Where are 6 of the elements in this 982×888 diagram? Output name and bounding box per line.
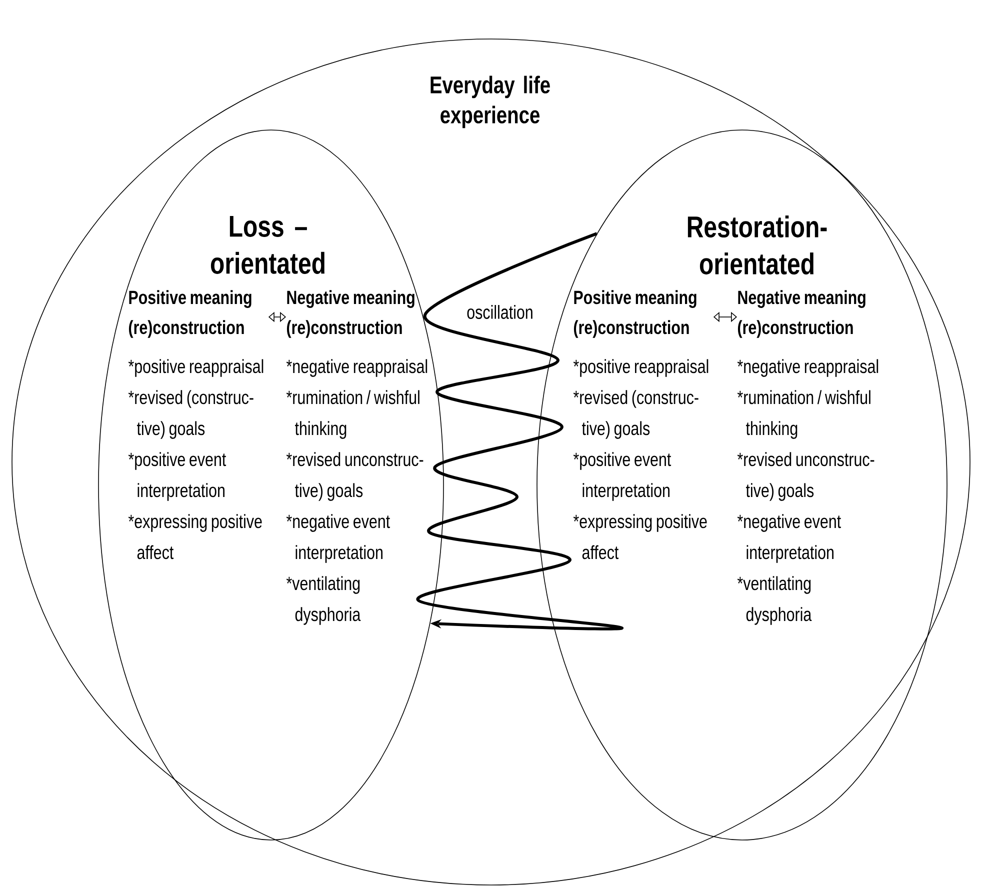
text-column: Positive meaning (re)construction *positive reappraisal *revised (construc- tive) goals *positive event interpretation *expressing positive affect xyxy=(573,290,708,560)
text-column: Negative meaning (re)construction *negative reappraisal *rumination / wishful thinking *revised unconstruc- tive) goals *negative event interpretation *ventilating dysphoria xyxy=(286,290,428,625)
text-column: Positive meaning (re)construction *positive reappraisal *revised (construc- tive) goals *positive event interpretation *expressing positive affect xyxy=(128,290,264,560)
oscillation-arrow xyxy=(416,232,624,630)
edge-label: oscillation xyxy=(466,304,534,320)
text-column: Negative meaning (re)construction *negative reappraisal *rumination / wishful thinking *revised unconstruc- tive) goals *negative event interpretation *ventilating dysphoria xyxy=(737,290,878,625)
